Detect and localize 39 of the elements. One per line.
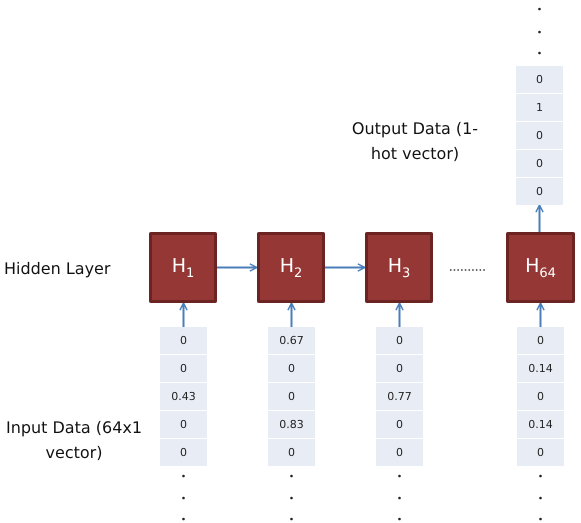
hidden-unit-box: H$_{3}$ [365, 232, 433, 303]
vector-cell: 0 [516, 122, 563, 149]
vector-cell: 1 [516, 94, 563, 121]
vector-cell: 0 [268, 355, 315, 382]
arrow [395, 302, 404, 327]
vector-cell: 0 [268, 383, 315, 410]
arrow [217, 263, 258, 272]
vector-cell: 0 [376, 355, 423, 382]
vector-cell: 0 [517, 327, 564, 354]
vector-cell: 0.43 [160, 383, 207, 410]
vector-cell: 0 [376, 439, 423, 466]
vector-cell: 0 [160, 439, 207, 466]
vector-cell: 0 [160, 355, 207, 382]
hidden-unit-box: H$_{1}$ [149, 232, 217, 303]
vector-cell: 0.67 [268, 327, 315, 354]
arrow [179, 302, 188, 327]
vector-cell: 0 [268, 439, 315, 466]
vector-cell: 0 [376, 411, 423, 438]
vector-cell: 0.83 [268, 411, 315, 438]
hidden-unit-box: H$_{64}$ [506, 232, 575, 303]
vector-cell: 0.14 [517, 355, 564, 382]
vector-cell: 0 [516, 150, 563, 177]
vector-cell: 0 [517, 383, 564, 410]
vector-cell: 0 [517, 439, 564, 466]
vector-cell: 0.14 [517, 411, 564, 438]
vector-cell: 0 [516, 178, 563, 205]
arrow [325, 263, 366, 272]
annotation-label: Input Data (64x1 vector) [4, 417, 144, 464]
vector-cell: 0 [160, 327, 207, 354]
annotation-label: Output Data (1-hot vector) [350, 118, 480, 165]
vector-cell: 0.77 [376, 383, 423, 410]
vector-cell: 0 [160, 411, 207, 438]
hidden-unit-box: H$_{2}$ [257, 232, 325, 303]
vector-cell: 0 [516, 66, 563, 93]
arrow [535, 204, 544, 232]
vector-cell: 0 [376, 327, 423, 354]
arrow [287, 302, 296, 327]
arrow [536, 302, 545, 327]
annotation-label: Hidden Layer [4, 258, 112, 280]
